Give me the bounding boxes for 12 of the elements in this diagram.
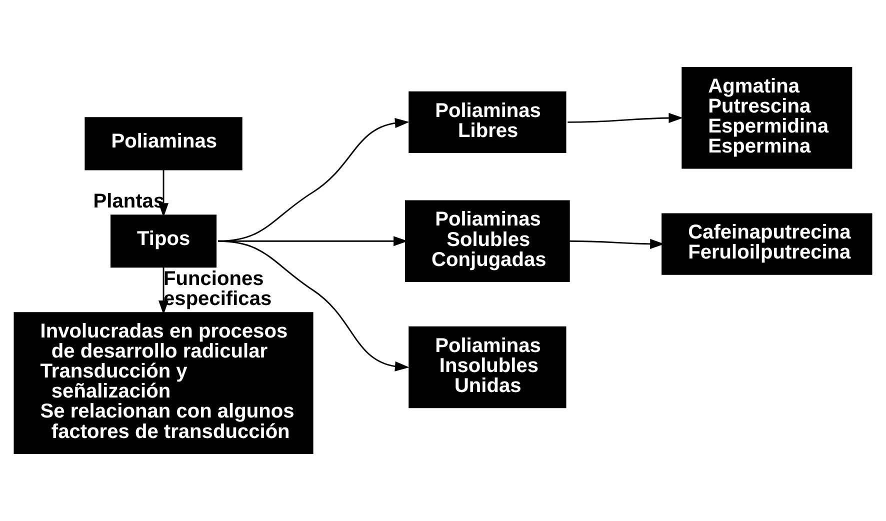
node-box: Poliaminas [84, 117, 242, 170]
node-box: Involucradas en procesos de desarrollo radicular Transducción y señalización Se relacionan con algunos factores de transducción [14, 312, 314, 454]
arrow [569, 238, 664, 249]
node-box: Tipos [110, 214, 217, 268]
node-box: Poliaminas Insolubles Unidas [408, 326, 566, 408]
arrow [568, 112, 684, 124]
node-box: Poliaminas Solubles Conjugadas [405, 200, 570, 282]
node-box: Poliaminas Libres [408, 91, 566, 153]
arrow [218, 240, 410, 372]
edge-label: Funciones especificas [164, 268, 272, 310]
node-box: Cafeinaputrecina Feruloilputrecina [662, 213, 872, 275]
node-box: Agmatina Putrescina Espermidina Espermina [682, 67, 852, 169]
